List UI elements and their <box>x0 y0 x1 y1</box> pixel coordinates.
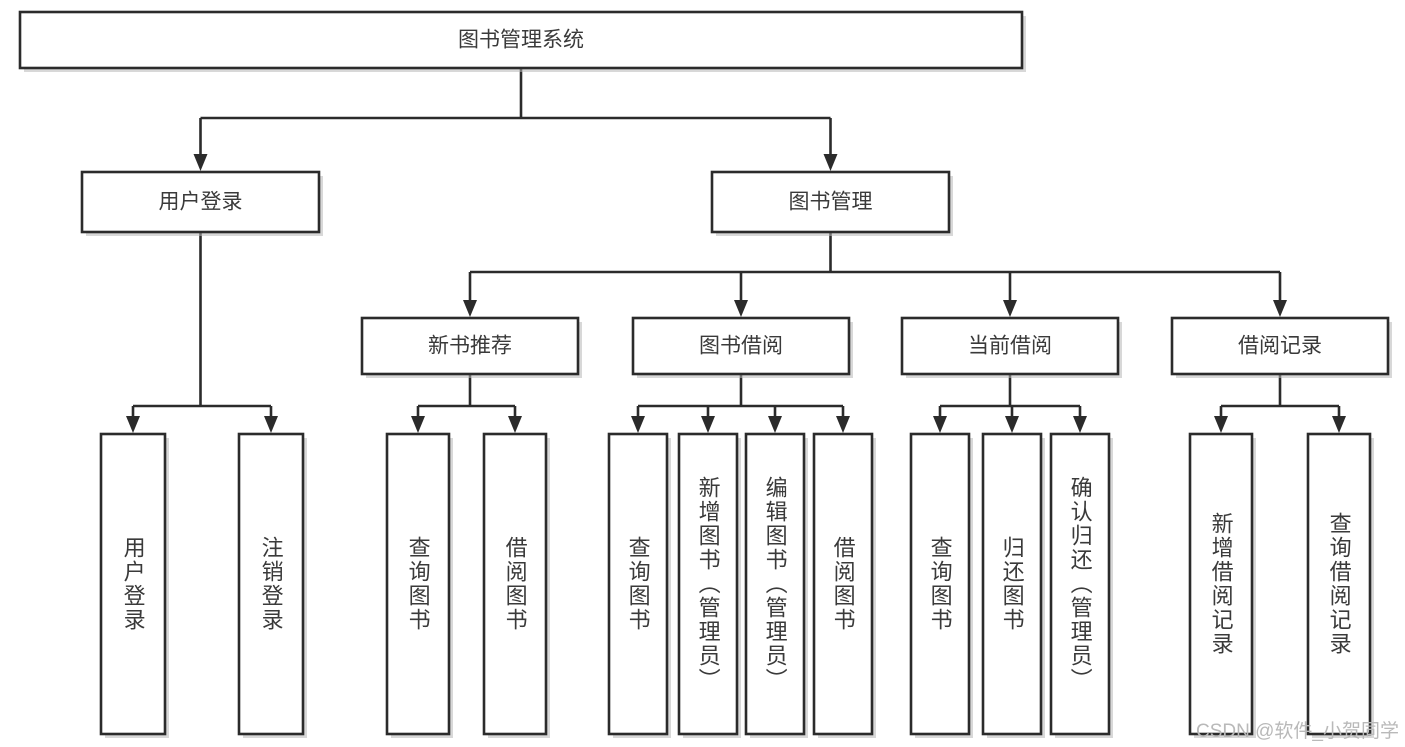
node-box-leaf-return-book[interactable] <box>981 432 1043 736</box>
node-box-borrow-record[interactable] <box>1170 316 1390 376</box>
node-box-leaf-user-logout[interactable] <box>237 432 305 736</box>
node-box-new-book-recommend[interactable] <box>360 316 580 376</box>
node-box-leaf-add-borrow-record[interactable] <box>1188 432 1254 736</box>
connector-arrowhead <box>836 416 850 433</box>
connector-arrowhead <box>411 416 425 433</box>
node-box-current-borrow[interactable] <box>900 316 1120 376</box>
connector-arrowhead <box>264 416 278 433</box>
node-label-root: 图书管理系统 <box>458 29 584 52</box>
connector-arrowhead <box>1005 416 1019 433</box>
node-box-user-login[interactable] <box>80 170 321 234</box>
connector-arrowhead <box>193 154 208 171</box>
connector-arrowhead <box>933 416 947 433</box>
node-label-book-manage: 图书管理 <box>789 191 873 214</box>
connector-arrowhead <box>823 154 838 171</box>
connector-arrowhead <box>508 416 522 433</box>
connector-arrowhead <box>1273 300 1287 317</box>
node-label-new-book-recommend: 新书推荐 <box>428 335 512 358</box>
connector-arrowhead <box>463 300 477 317</box>
connector-lines <box>126 68 1346 433</box>
node-box-leaf-edit-book-admin[interactable] <box>744 432 806 736</box>
node-box-leaf-user-login[interactable] <box>99 432 167 736</box>
watermark-text: CSDN @软件_小贺同学 <box>1196 721 1399 742</box>
node-box-leaf-add-book-admin[interactable] <box>677 432 739 736</box>
connector-arrowhead <box>1073 416 1087 433</box>
connector-arrowhead <box>1003 300 1017 317</box>
node-box-leaf-borrow-book[interactable] <box>812 432 874 736</box>
node-box-leaf-query-book-rec[interactable] <box>385 432 451 736</box>
connector-arrowhead <box>1332 416 1346 433</box>
node-box-leaf-query-book-borrow[interactable] <box>607 432 669 736</box>
connector-arrowhead <box>126 416 140 433</box>
node-box-leaf-query-book-current[interactable] <box>909 432 971 736</box>
node-label-book-borrow: 图书借阅 <box>699 335 783 358</box>
node-box-leaf-query-borrow-record[interactable] <box>1306 432 1372 736</box>
node-box-leaf-borrow-book-rec[interactable] <box>482 432 548 736</box>
node-label-user-login: 用户登录 <box>159 191 243 214</box>
connector-arrowhead <box>701 416 715 433</box>
node-label-current-borrow: 当前借阅 <box>968 335 1052 358</box>
node-box-root[interactable] <box>18 10 1024 70</box>
node-boxes <box>18 10 1390 736</box>
node-box-leaf-confirm-return-admin[interactable] <box>1049 432 1111 736</box>
node-label-borrow-record: 借阅记录 <box>1238 335 1322 358</box>
connector-arrowhead <box>631 416 645 433</box>
connector-arrowhead <box>768 416 782 433</box>
node-box-book-borrow[interactable] <box>631 316 851 376</box>
connector-arrowhead <box>1214 416 1228 433</box>
node-box-book-manage[interactable] <box>710 170 951 234</box>
connector-arrowhead <box>734 300 748 317</box>
